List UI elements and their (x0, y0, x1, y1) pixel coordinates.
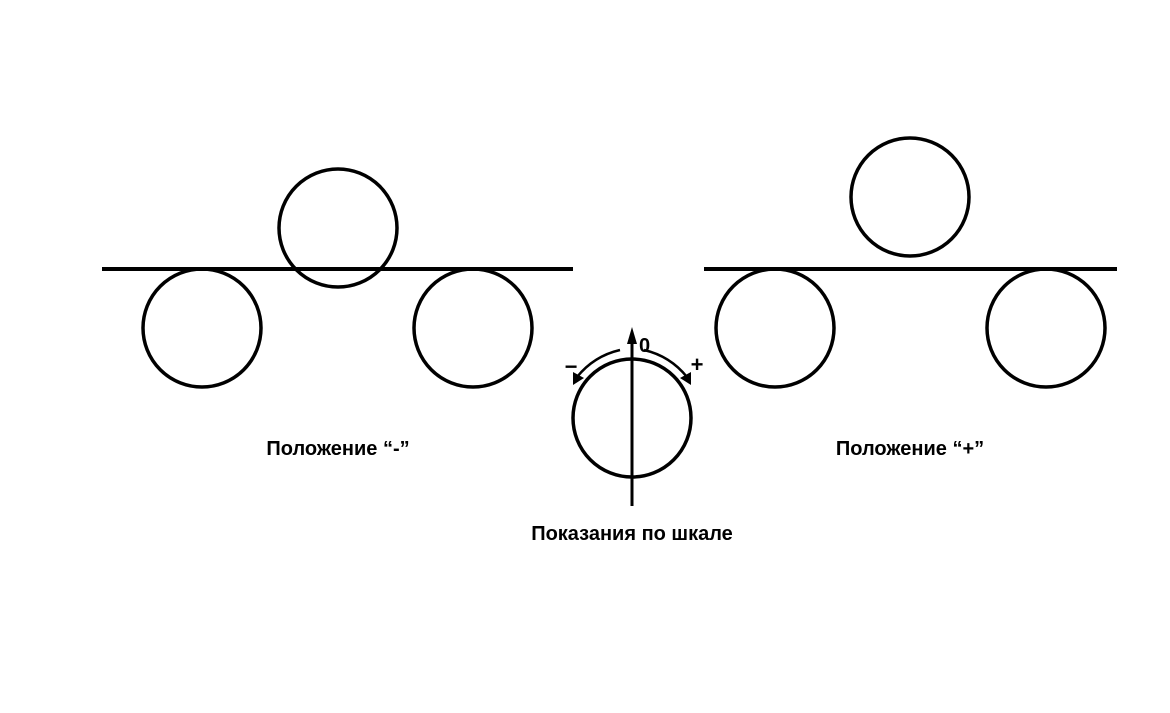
scale-dial: 0 − + Показания по шкале (531, 327, 733, 545)
dial-minus-sign: − (565, 354, 578, 379)
minus-position-assembly: Положение “-” (102, 167, 573, 460)
minus-position-label: Положение “-” (266, 438, 409, 460)
dial-plus-sign: + (691, 352, 704, 377)
plus-position-assembly: Положение “+” (704, 136, 1117, 460)
dial-plus-arrowhead (680, 372, 691, 385)
plus-position-top-roller (849, 136, 971, 258)
dial-minus-arrow (576, 348, 621, 378)
minus-position-left-roller (141, 267, 263, 389)
dial-minus-arrowhead (573, 372, 584, 385)
minus-position-top-roller (277, 167, 399, 289)
plus-position-left-roller (714, 267, 836, 389)
dial-plus-arrow (643, 348, 688, 378)
dial-zero-mark: 0 (639, 335, 650, 357)
minus-position-right-roller (412, 267, 534, 389)
scale-reading-label: Показания по шкале (531, 523, 733, 545)
plus-position-right-roller (985, 267, 1107, 389)
plus-position-label: Положение “+” (836, 438, 984, 460)
dial-axis-arrowhead (627, 327, 637, 344)
